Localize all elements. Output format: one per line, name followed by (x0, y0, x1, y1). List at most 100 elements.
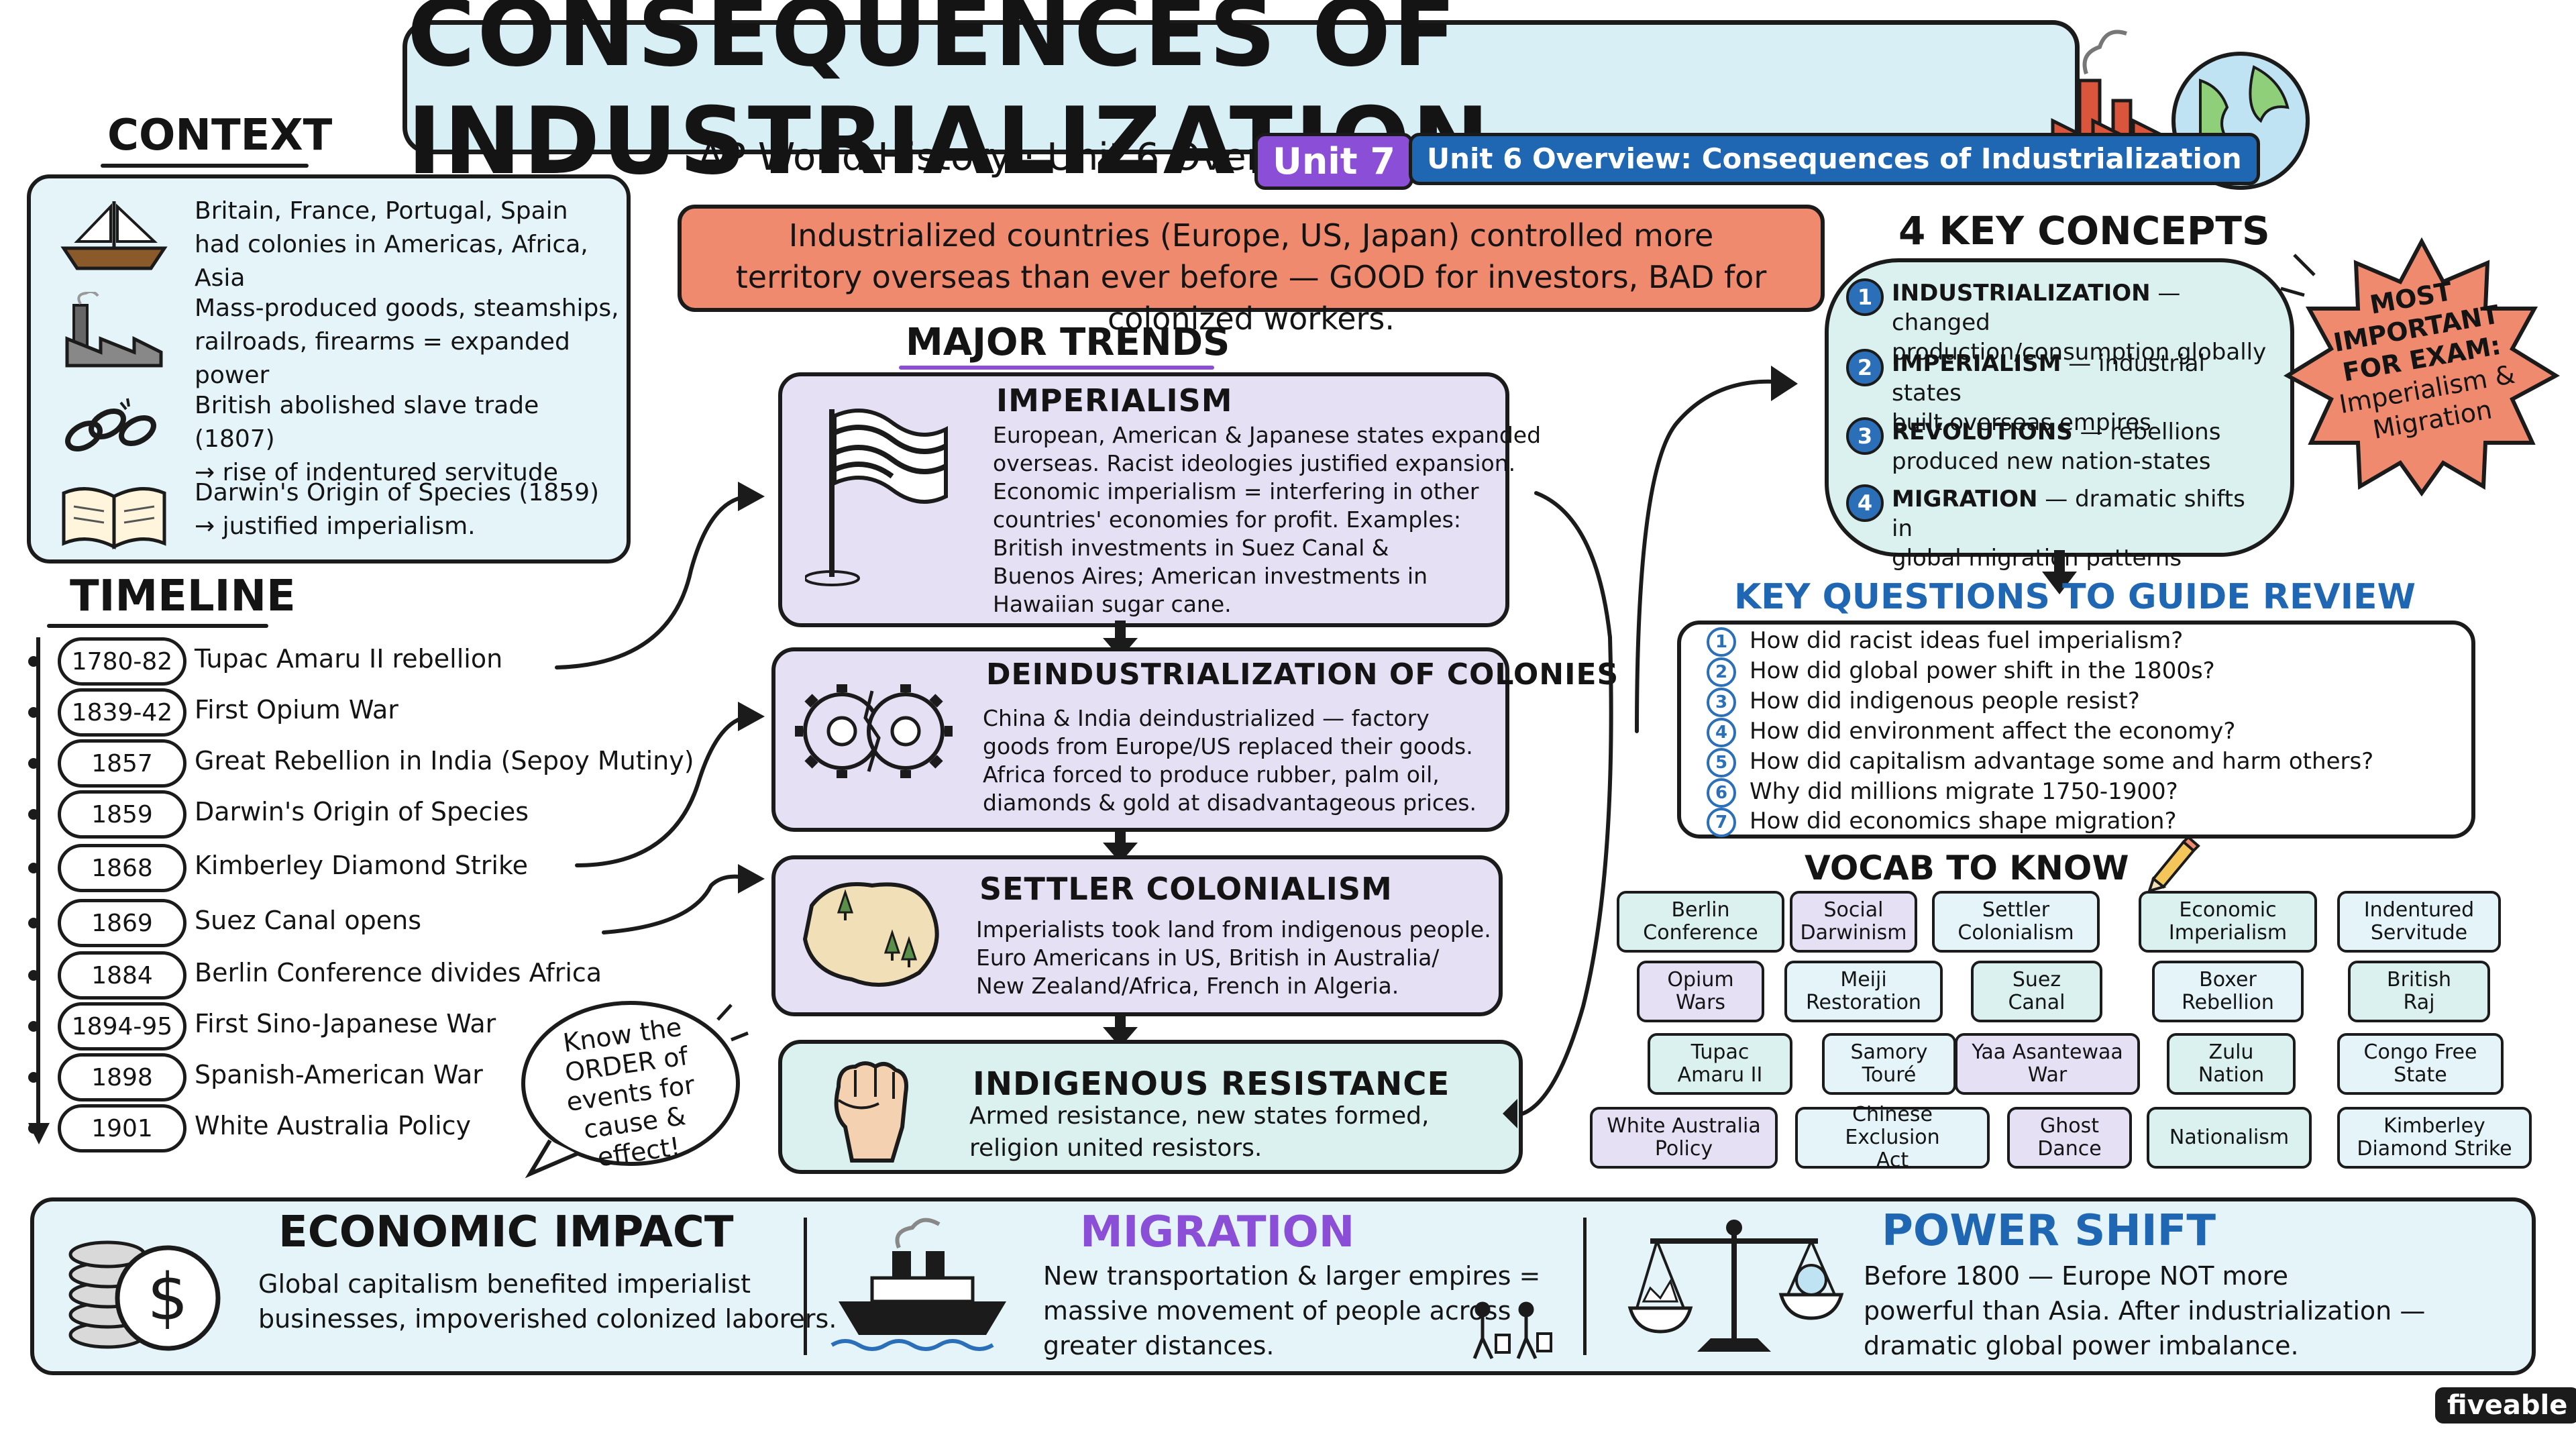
bottom-panel (30, 1197, 2536, 1375)
migration-line: New transportation & larger empires = (1043, 1261, 1541, 1291)
vocab-chip: Nationalism (2147, 1107, 2312, 1169)
question-number: 3 (1707, 688, 1736, 717)
trend-line: goods from Europe/US replaced their good… (983, 733, 1473, 759)
vocab-line: Yaa Asantewaa (1972, 1040, 2123, 1064)
trends-underline (899, 366, 1214, 370)
migration-line: massive movement of people across (1043, 1296, 1511, 1326)
question-number: 5 (1707, 748, 1736, 777)
timeline-event: Kimberley Diamond Strike (195, 851, 529, 880)
vocab-line: Ghost (2039, 1114, 2099, 1138)
vocab-line: Nationalism (2169, 1126, 2290, 1149)
vocab-line: Conference (1643, 921, 1758, 945)
timeline-year: 1894-95 (58, 1002, 186, 1051)
down-arrow-icon (2042, 550, 2077, 594)
vocab-line: Dance (2037, 1137, 2102, 1161)
trend-line: Armed resistance, new states formed, (969, 1102, 1430, 1130)
timeline-heading: TIMELINE (70, 572, 296, 621)
question-text: How did environment affect the economy? (1750, 718, 2236, 745)
question-text: How did global power shift in the 1800s? (1750, 657, 2215, 684)
context-item: Mass-produced goods, steamships,railroad… (40, 285, 631, 389)
vocab-line: Boxer (2199, 968, 2257, 991)
vocab-line: Economic (2179, 898, 2277, 922)
vocab-line: Kimberley (2383, 1114, 2485, 1138)
vocab-line: Canal (2008, 991, 2065, 1014)
trend-line: Hawaiian sugar cane. (993, 591, 1232, 617)
context-line: → justified imperialism. (195, 513, 476, 540)
vocab-line: Amaru II (1677, 1063, 1763, 1087)
power-title: POWER SHIFT (1882, 1206, 2216, 1256)
power-line: dramatic global power imbalance. (1864, 1331, 2299, 1360)
concept-number: 4 (1846, 484, 1884, 522)
vocab-line: Zulu (2208, 1040, 2254, 1064)
flag-icon (805, 409, 948, 586)
power-line: Before 1800 — Europe NOT more (1864, 1261, 2288, 1291)
vocab-line: Restoration (1806, 991, 1921, 1014)
deindustrialization-text: China & India deindustrialized — factory… (983, 704, 1477, 817)
question-number: 1 (1707, 627, 1736, 657)
timeline-year: 1901 (58, 1104, 186, 1152)
concept-desc: production/consumption globally (1892, 339, 2267, 366)
timeline-event: Darwin's Origin of Species (195, 797, 529, 826)
vocab-line: Settler (1982, 898, 2050, 922)
question-text: Why did millions migrate 1750-1900? (1750, 778, 2178, 805)
timeline-axis (36, 637, 40, 1134)
brand-logo[interactable]: fiveable (2435, 1387, 2576, 1424)
vocab-line: British (2387, 968, 2451, 991)
timeline-event: Great Rebellion in India (Sepoy Mutiny) (195, 746, 694, 775)
svg-text:$: $ (147, 1260, 188, 1335)
migration-title: MIGRATION (1080, 1208, 1355, 1257)
exam-starburst (2280, 237, 2561, 496)
timeline-event: First Sino-Japanese War (195, 1009, 496, 1038)
power-text: Before 1800 — Europe NOT more powerful t… (1864, 1258, 2425, 1363)
concept-desc: global migration patterns (1892, 545, 2182, 572)
timeline-year: 1898 (58, 1053, 186, 1102)
concept-desc: built overseas empires (1892, 409, 2151, 436)
question-text: How did capitalism advantage some and ha… (1750, 748, 2374, 775)
unit-pill: Unit 7 (1254, 133, 1413, 190)
concept-term: IMPERIALISM (1892, 350, 2061, 377)
thesis-line: Industrialized countries (Europe, US, Ja… (788, 217, 1714, 254)
economic-title: ECONOMIC IMPACT (278, 1208, 734, 1257)
thesis-line: territory overseas than ever before — GO… (735, 259, 1767, 337)
economic-text: Global capitalism benefited imperialist … (258, 1267, 837, 1336)
trend-line: Economic imperialism = interfering in ot… (993, 478, 1479, 504)
trend-line: China & India deindustrialized — factory (983, 705, 1430, 731)
bottom-divider (1583, 1218, 1587, 1355)
ship-icon (60, 201, 168, 270)
trends-heading: MAJOR TRENDS (906, 321, 1230, 364)
context-heading: CONTEXT (107, 111, 333, 160)
questions-heading: KEY QUESTIONS TO GUIDE REVIEW (1734, 577, 2416, 617)
vocab-line: Social (1823, 898, 1884, 922)
vocab-line: Rebellion (2182, 991, 2274, 1014)
trend-line: countries' economies for profit. Example… (993, 506, 1461, 533)
vocab-line: Darwinism (1800, 921, 1907, 945)
timeline-year: 1839-42 (58, 688, 186, 737)
vocab-line: Meiji (1840, 968, 1887, 991)
deindustrialization-title: DEINDUSTRIALIZATION OF COLONIES (986, 657, 1619, 692)
factory-icon (65, 292, 163, 368)
open-book-icon (62, 487, 166, 550)
context-line: railroads, firearms = expanded power (195, 328, 570, 389)
vocab-line: Raj (2403, 991, 2435, 1014)
steamship-icon (830, 1218, 1006, 1351)
coins-dollar-icon: $ (68, 1240, 221, 1351)
vocab-line: Policy (1654, 1137, 1713, 1161)
concept-number: 3 (1846, 417, 1884, 455)
economic-line: Global capitalism benefited imperialist (258, 1269, 751, 1299)
economic-line: businesses, impoverished colonized labor… (258, 1304, 837, 1334)
